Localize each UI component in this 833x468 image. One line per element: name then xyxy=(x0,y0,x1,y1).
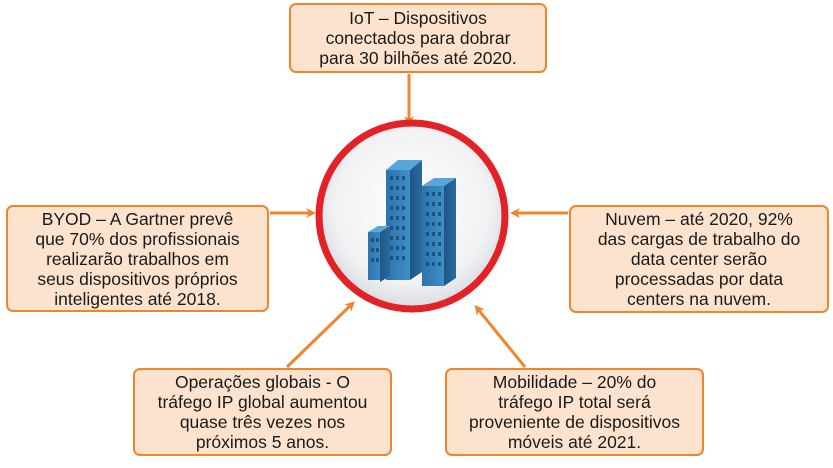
text-line: tráfego IP global aumentou xyxy=(157,392,368,412)
text-line: Nuvem – até 2020, 92% xyxy=(605,209,793,229)
mobility-info-box: Mobilidade – 20% do tráfego IP total ser… xyxy=(445,368,704,456)
iot-info-box: IoT – Dispositivos conectados para dobra… xyxy=(289,3,547,73)
byod-info-box: BYOD – A Gartner prevê que 70% dos profi… xyxy=(6,205,269,312)
text-line: centers na nuvem. xyxy=(627,289,771,309)
text-line: realizarão trabalhos em xyxy=(46,248,229,269)
text-line: IoT – Dispositivos xyxy=(349,8,487,28)
text-line: Operações globais - O xyxy=(174,372,351,392)
text-line: móveis até 2021. xyxy=(507,432,642,452)
global-operations-info-box: Operações globais - O tráfego IP global … xyxy=(133,368,392,456)
text-line: seus dispositivos próprios xyxy=(37,268,238,289)
text-line: conectados para dobrar xyxy=(325,28,511,48)
text-line: que 70% dos profissionais xyxy=(35,228,240,249)
office-building-icon xyxy=(368,160,456,286)
text-line: proveniente de dispositivos xyxy=(468,412,681,432)
text-line: para 30 bilhões até 2020. xyxy=(319,48,517,68)
text-line: data center serão xyxy=(630,249,768,269)
text-line: Mobilidade – 20% do xyxy=(492,372,657,392)
text-line: das cargas de trabalho do xyxy=(597,229,801,249)
text-line: tráfego IP total será xyxy=(498,392,651,412)
text-line: inteligentes até 2018. xyxy=(54,288,221,309)
text-line: quase três vezes nos xyxy=(179,412,346,432)
cloud-info-box: Nuvem – até 2020, 92% das cargas de trab… xyxy=(569,205,829,313)
arrow-bottom-right xyxy=(474,304,527,368)
text-line: processadas por data xyxy=(614,269,784,289)
text-line: BYOD – A Gartner prevê xyxy=(41,208,234,229)
arrow-bottom-left xyxy=(285,301,355,369)
text-line: próximos 5 anos. xyxy=(195,432,330,452)
